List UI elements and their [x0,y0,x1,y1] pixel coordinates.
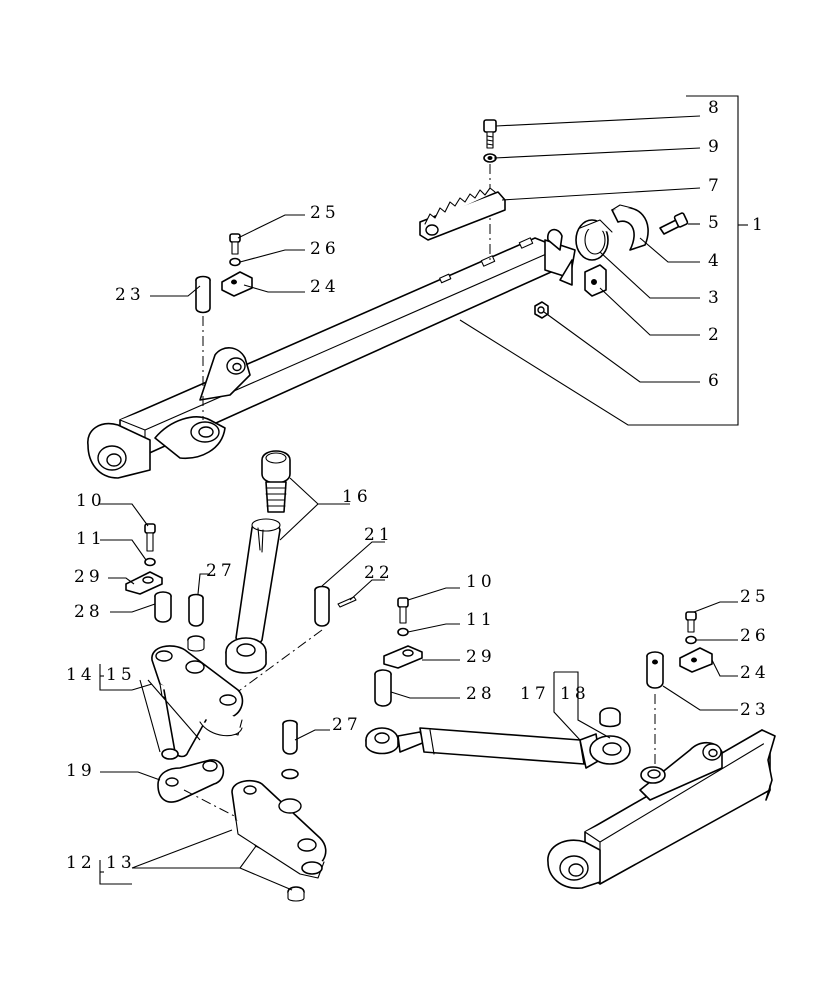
callout-25-top: 25 [310,203,340,223]
callout-16: 16 [342,487,372,507]
callout-2: 2 [708,325,723,345]
callout-24-top: 24 [310,277,340,297]
callout-11-left: 11 [76,529,106,549]
pin-22 [337,596,357,608]
callout-28-mid: 28 [466,684,496,704]
top-link-eye [225,637,267,674]
callout-17: 17 [520,684,550,704]
callout-26-top: 26 [310,239,340,259]
washer-26-top [229,257,241,267]
callout-labels: 1 8 9 7 5 4 3 2 6 25 26 24 23 16 21 22 1… [66,98,770,873]
pin-23-right [646,651,664,689]
parts-group-left [125,523,205,652]
callout-19: 19 [66,761,96,781]
callout-4: 4 [708,251,723,271]
bushing-18 [599,707,621,728]
callout-24-right: 24 [740,663,770,683]
leader-lines [98,95,748,891]
pin-27-left [188,593,204,627]
screw-5 [659,212,689,235]
plate-24-right [679,647,713,673]
clamp-4 [611,204,649,251]
pin-27-lower [282,719,298,755]
top-link-tube [235,518,281,646]
callout-10-left: 10 [76,491,106,511]
washer-11-left [144,557,156,567]
bolt-10-left [144,523,156,552]
callout-12: 12 [66,853,96,873]
callout-6: 6 [708,371,723,391]
callout-9: 9 [708,137,723,157]
plate-29-left [125,571,163,595]
pin-28-mid [374,669,392,707]
callout-29-left: 29 [74,567,104,587]
callout-25-right: 25 [740,587,770,607]
callout-11-mid: 11 [466,610,496,630]
callout-10-mid: 10 [466,572,496,592]
parts-group-right [646,611,713,768]
callout-23-top: 23 [115,285,145,305]
serrated-bar-7 [419,187,506,241]
callout-18: 18 [560,684,590,704]
lift-rod-17-18 [365,707,631,769]
pin-28-left [154,591,172,623]
pin-23-top [195,275,211,314]
callout-22: 22 [364,563,394,583]
callout-26-right: 26 [740,626,770,646]
callout-13: 13 [106,853,136,873]
lower-link-arm-lower [547,729,776,889]
bolt-25-top [229,233,241,255]
ball-cup-3 [575,219,613,261]
callout-29-mid: 29 [466,647,496,667]
link-19 [157,748,225,803]
callout-8: 8 [708,98,723,118]
parts-group-top [419,119,689,319]
callout-3: 3 [708,288,723,308]
pin-21 [314,585,330,627]
nut-6 [534,301,549,319]
plate-29-mid [383,645,423,669]
callout-27-left: 27 [206,561,236,581]
stabilizer-link-12-13 [231,719,327,902]
parts-group-top-left [195,233,253,420]
callout-1: 1 [752,215,767,235]
callout-14: 14 [66,665,96,685]
bolt-25-right [685,611,697,633]
callout-23-right: 23 [740,700,770,720]
callout-5: 5 [708,213,723,233]
callout-28-left: 28 [74,602,104,622]
washer-11-mid [397,627,409,637]
callout-15: 15 [106,665,136,685]
plate-24-top [221,271,253,297]
parts-group-middle [374,597,423,707]
lower-link-arm-upper [87,228,576,479]
top-link-16 [225,450,291,674]
bolt-8 [483,119,497,149]
bushing-left [187,635,205,652]
bolt-10-mid [397,597,409,624]
washer-26-right [685,635,697,645]
callout-21: 21 [364,525,394,545]
callout-7: 7 [708,176,723,196]
top-link-screw [261,450,291,513]
callout-27-lower: 27 [332,715,362,735]
